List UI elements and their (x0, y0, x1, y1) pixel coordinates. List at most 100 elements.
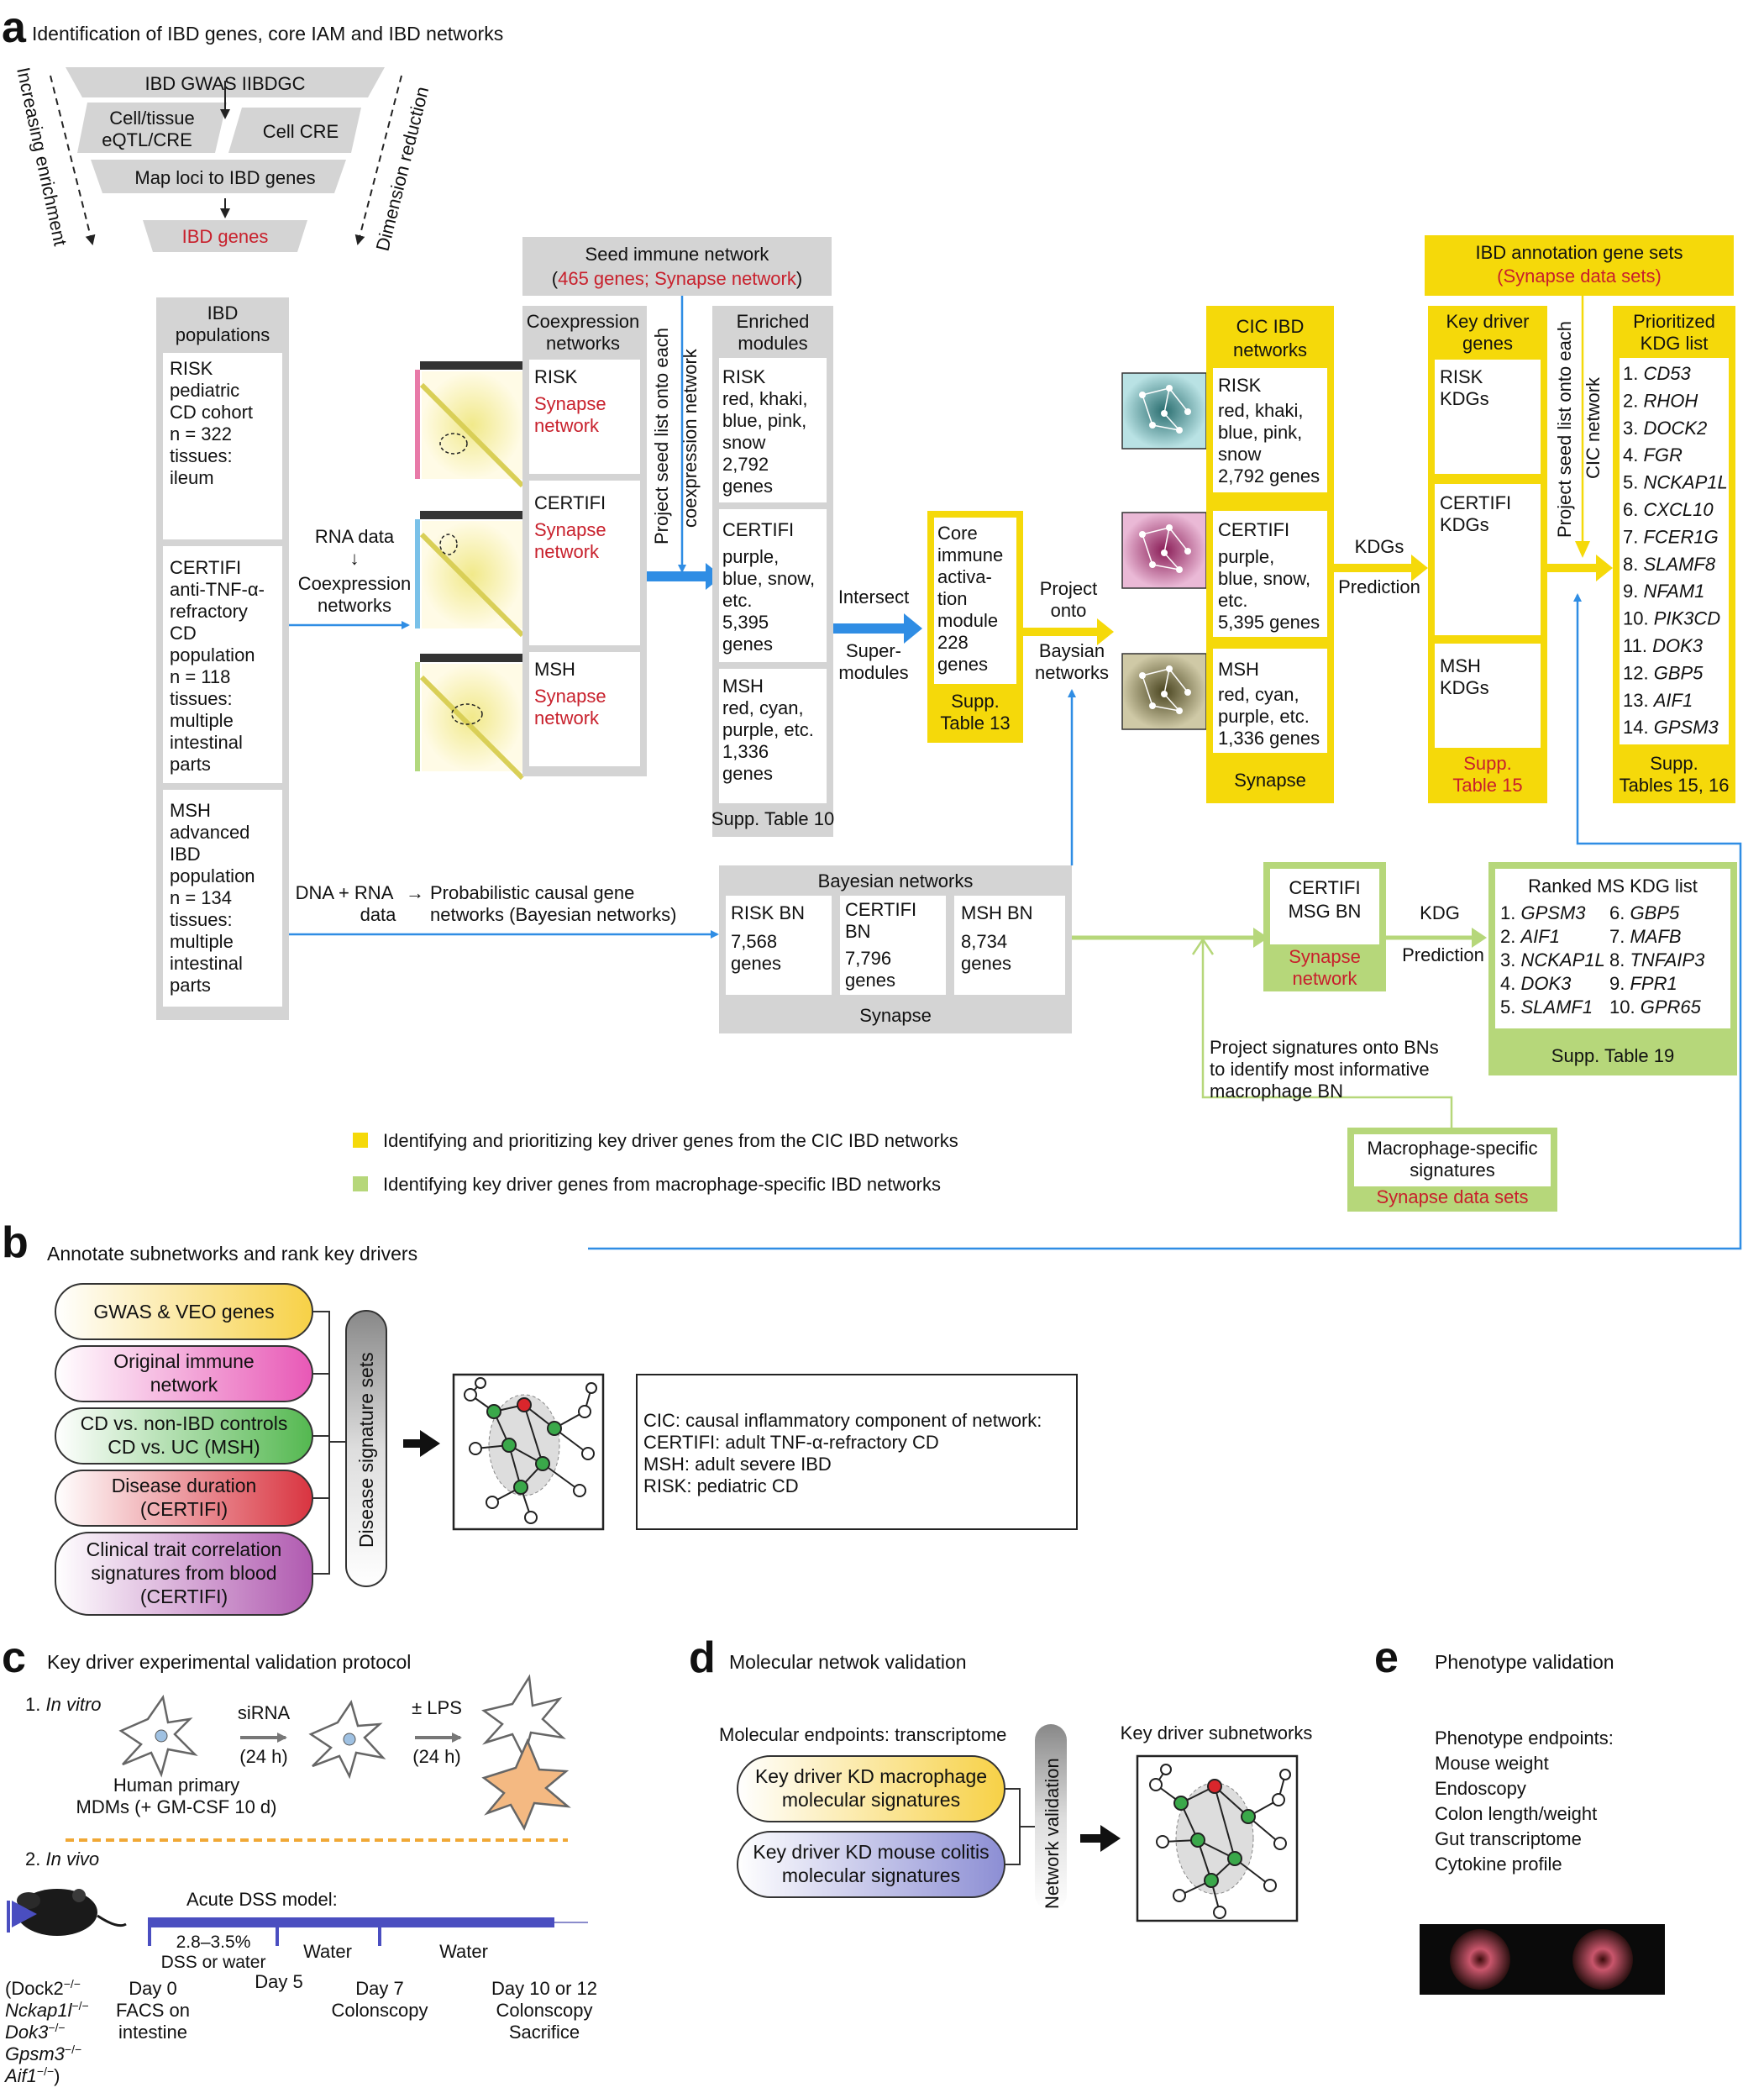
svg-text:Tables 15, 16: Tables 15, 16 (1620, 775, 1730, 796)
svg-text:MSH: MSH (534, 659, 575, 680)
svg-text:n = 134: n = 134 (170, 887, 232, 908)
network-diagram-b (452, 1373, 605, 1531)
project-onto-1: Project (1040, 578, 1097, 599)
svg-text:Phenotype endpoints:: Phenotype endpoints: (1435, 1728, 1614, 1749)
ranked-kdg-item: 10. GPR65 (1609, 997, 1702, 1018)
project-onto-4: networks (1035, 662, 1109, 683)
prediction-label-2: Prediction (1402, 944, 1484, 965)
ranked-kdg-item: 5. SLAMF1 (1500, 997, 1593, 1018)
svg-text:red, khaki,: red, khaki, (1218, 400, 1304, 421)
svg-text:signatures from blood: signatures from blood (91, 1562, 276, 1584)
network-thumb-certifi (1121, 512, 1207, 589)
ibd-annotation-gene-sets: IBD annotation gene sets (Synapse data s… (1425, 235, 1734, 296)
svg-text:CIC IBD: CIC IBD (1236, 316, 1305, 337)
legend: Identifying and prioritizing key driver … (353, 1130, 958, 1195)
phenotype-endpoints: Phenotype endpoints: Mouse weight Endosc… (1435, 1728, 1614, 1875)
prioritized-kdg-item: 10. PIK3CD (1623, 608, 1720, 629)
legend-yellow-text: Identifying and prioritizing key driver … (383, 1130, 958, 1151)
svg-text:CERTIFI: CERTIFI (722, 519, 794, 540)
disease-signature-sets: Disease signature sets (345, 1310, 387, 1587)
legend-green-text: Identifying key driver genes from macrop… (383, 1174, 941, 1195)
mdm-label-2: MDMs (+ GM-CSF 10 d) (76, 1796, 277, 1817)
svg-text:Gut transcriptome: Gut transcriptome (1435, 1828, 1582, 1849)
ranked-kdg-item: 2. AIF1 (1500, 926, 1560, 947)
svg-text:n = 118: n = 118 (170, 666, 230, 687)
panel-letter-a: a (2, 3, 27, 52)
svg-text:multiple: multiple (170, 931, 234, 952)
svg-text:Aif1−/−): Aif1−/−) (3, 2064, 60, 2086)
prioritized-kdg-item: 6. CXCL10 (1623, 499, 1714, 520)
svg-text:Key driver: Key driver (1446, 311, 1529, 332)
svg-text:Synapse: Synapse (1289, 946, 1361, 967)
population-certifi: CERTIFI anti-TNF-α- refractory CD popula… (170, 557, 265, 775)
svg-text:Synapse: Synapse (1234, 770, 1306, 791)
prioritized-kdg-item: 14. GPSM3 (1623, 717, 1719, 738)
label-increasing-enrichment: Increasing enrichment (13, 66, 71, 248)
timeline-ticks (148, 1917, 381, 1946)
svg-text:Endoscopy: Endoscopy (1435, 1778, 1526, 1799)
heatmap-risk (415, 361, 525, 488)
prioritized-kdg-item: 13. AIF1 (1623, 690, 1693, 711)
panel-letter-c: c (2, 1633, 26, 1682)
svg-text:→: → (406, 882, 424, 903)
svg-text:(Dock2−/−: (Dock2−/− (5, 1977, 81, 1999)
svg-text:MSH: MSH (722, 676, 764, 697)
svg-text:refractory: refractory (170, 601, 248, 622)
svg-text:2,792 genes: 2,792 genes (1218, 465, 1320, 486)
funnel-map: Map loci to IBD genes (134, 167, 315, 188)
svg-text:KDG list: KDG list (1641, 333, 1709, 354)
macrophage-cell-2 (308, 1700, 386, 1780)
bayesian-networks: Bayesian networks RISK BN 7,568 genes CE… (719, 865, 1072, 1033)
macrophage-cell-4-activated (481, 1738, 571, 1831)
funnel: IBD GWAS IIBDGC Cell/tissue eQTL/CRE Cel… (13, 66, 433, 253)
svg-text:Ranked MS KDG list: Ranked MS KDG list (1528, 876, 1698, 897)
svg-text:GWAS & VEO genes: GWAS & VEO genes (93, 1301, 274, 1323)
svg-text:network: network (1292, 968, 1357, 989)
colonoscopy-label-1: Colonscopy (332, 2000, 428, 2021)
svg-text:MSH: MSH (170, 800, 211, 821)
day0-label: Day 0 (129, 1978, 176, 1999)
svg-text:CD vs. non-IBD controls: CD vs. non-IBD controls (81, 1412, 288, 1434)
svg-text:IBD: IBD (170, 844, 201, 865)
svg-text:RNA data: RNA data (315, 526, 395, 547)
ranked-kdg-item: 1. GPSM3 (1500, 902, 1586, 923)
svg-text:KDGs: KDGs (1440, 514, 1489, 535)
svg-text:CERTIFI: CERTIFI (845, 899, 916, 920)
population-risk: RISK pediatric CD cohort n = 322 tissues… (170, 358, 253, 488)
intersect-label: Intersect (838, 586, 909, 607)
invivo-label: 2. In vivo (25, 1848, 99, 1870)
macrophage-cell-1 (118, 1694, 198, 1778)
rna-data-arrow: RNA data ↓ Coexpression networks (289, 526, 411, 629)
svg-text:Cytokine profile: Cytokine profile (1435, 1854, 1562, 1875)
panel-letter-b: b (2, 1218, 29, 1267)
project-onto-2: onto (1051, 600, 1087, 621)
svg-text:CD: CD (170, 623, 197, 644)
svg-text:data: data (360, 904, 397, 925)
dss-label-1: 2.8–3.5% (176, 1933, 251, 1952)
svg-text:DNA + RNA: DNA + RNA (296, 882, 394, 903)
svg-text:tissues:: tissues: (170, 909, 233, 930)
svg-text:7,796: 7,796 (845, 948, 891, 969)
svg-text:genes: genes (731, 953, 781, 974)
svg-text:networks (Bayesian networks): networks (Bayesian networks) (430, 904, 676, 925)
svg-text:Dok3−/−: Dok3−/− (5, 2021, 66, 2043)
ranked-kdg-item: 8. TNFAIP3 (1609, 949, 1705, 970)
svg-text:1,336: 1,336 (722, 741, 769, 762)
knockout-list: (Dock2−/− Nckap1l−/− Dok3−/− Gpsm3−/− Ai… (3, 1977, 89, 2086)
day5-label: Day 5 (255, 1971, 302, 1992)
water-label-1: Water (303, 1941, 352, 1962)
sirna-label: siRNA (238, 1702, 291, 1723)
signature-pills: GWAS & VEO genes Original immune network… (55, 1283, 346, 1616)
legend-green-swatch (353, 1176, 368, 1191)
funnel-eqtl-2: eQTL/CRE (102, 129, 192, 150)
ranked-kdg-item: 6. GBP5 (1609, 902, 1680, 923)
svg-text:red, cyan,: red, cyan, (722, 697, 804, 718)
svg-text:blue, snow,: blue, snow, (1218, 568, 1310, 589)
core-immune-module: Core immune activa- tion module 228 gene… (927, 511, 1023, 743)
funnel-cellcre: Cell CRE (263, 121, 339, 142)
svg-text:ileum: ileum (170, 467, 214, 488)
macrophage-signatures: Macrophage-specific signatures Synapse d… (1347, 1128, 1557, 1212)
svg-text:BN: BN (845, 921, 871, 942)
svg-text:Disease duration: Disease duration (112, 1475, 257, 1496)
svg-text:Disease signature sets: Disease signature sets (355, 1352, 377, 1548)
